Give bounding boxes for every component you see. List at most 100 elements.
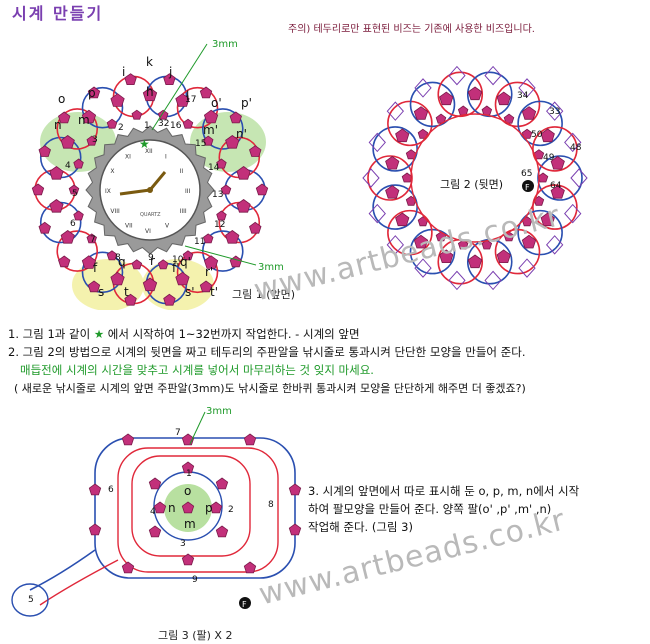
clock-numeral: IIII [180, 208, 187, 215]
bead [131, 109, 143, 120]
step-3-line-3: 작업해 준다. (그림 3) [308, 520, 413, 534]
diagram-label: n' [236, 127, 247, 141]
start-star-icon: ★ [139, 137, 150, 151]
bead [182, 250, 194, 261]
bead [209, 501, 223, 514]
figure3-f-marker: F [242, 600, 247, 609]
clock-brand: QUARTZ [140, 212, 161, 218]
bead [216, 210, 227, 221]
bead [413, 106, 429, 120]
star-icon: ★ [93, 327, 105, 341]
bead [203, 233, 214, 244]
bead [175, 271, 190, 286]
bead [385, 185, 400, 199]
bead [249, 145, 262, 157]
diagram-label: 7 [175, 428, 181, 438]
bead [60, 230, 75, 244]
bead [203, 255, 219, 269]
diagram-label: 1 [186, 469, 192, 479]
instruction-1-prefix: 1. 그림 1과 같이 [8, 327, 91, 341]
bead [540, 128, 555, 143]
bead [38, 145, 51, 157]
bead [142, 87, 158, 102]
clock-numeral: I [165, 153, 167, 160]
bead [521, 106, 537, 120]
bead [86, 135, 97, 146]
bead [31, 183, 45, 196]
bead [181, 461, 195, 474]
bead [439, 91, 454, 106]
diagram-label: 4 [150, 507, 156, 517]
diagram-label: k [146, 55, 153, 69]
diagram-label: 9 [148, 253, 154, 263]
bead [243, 433, 257, 446]
bead [87, 280, 101, 293]
bead [199, 280, 213, 293]
bead [81, 109, 97, 124]
bead [236, 199, 251, 213]
diagram-label: 8 [115, 253, 121, 263]
bead [87, 86, 101, 99]
diagram-label: 5 [72, 189, 78, 199]
bead [124, 73, 137, 85]
diagram-label: 33 [549, 107, 560, 117]
bead [153, 501, 167, 514]
bead [229, 255, 242, 268]
diagram-label: m' [203, 123, 218, 137]
diagram-label: j [168, 65, 172, 79]
bead [216, 158, 227, 169]
diagram-label: 2 [118, 123, 124, 133]
bead [533, 149, 545, 160]
figure3-3mm: 3mm [206, 406, 232, 417]
diagram-label: h [146, 85, 154, 99]
diagram-label: 3 [180, 539, 186, 549]
clock-numeral: V [165, 223, 170, 230]
note-text: 주의) 테두리로만 표현된 비즈는 기존에 사용한 비즈입니다. [288, 24, 535, 35]
bead [220, 184, 232, 195]
bead [157, 259, 169, 270]
bead [521, 234, 537, 249]
figure1-3mm-bottom: 3mm [258, 262, 284, 273]
bead [203, 109, 219, 124]
clock-numeral: II [180, 168, 184, 175]
figure2-f-marker: F [525, 183, 530, 192]
bead [521, 128, 533, 139]
bead [550, 185, 565, 199]
bead [60, 135, 75, 149]
bead [81, 255, 97, 269]
bead [86, 233, 97, 244]
diagram-label: t [124, 285, 129, 299]
bead [225, 135, 240, 149]
diagram-label: p [88, 86, 96, 100]
diagram-label: 65 [521, 169, 532, 179]
bead [199, 86, 213, 99]
bead [215, 477, 229, 490]
bead [49, 166, 64, 180]
bead [288, 483, 302, 496]
diagram-label: t' [210, 285, 218, 299]
bead [175, 93, 190, 107]
bead [58, 111, 71, 124]
bead [148, 525, 162, 538]
bead [163, 73, 176, 85]
diagram-label: 6 [108, 485, 114, 495]
diagram-label: s' [185, 285, 195, 299]
diagram-label: 11 [194, 237, 205, 247]
diagram-label: 1 [144, 121, 150, 131]
bead [540, 212, 555, 227]
bead [182, 118, 194, 129]
bead [215, 525, 229, 538]
bead [88, 523, 102, 536]
bead [467, 254, 483, 269]
diagram-label: p' [241, 96, 252, 110]
bead [385, 155, 400, 170]
diagram-label: 49 [543, 153, 555, 163]
bead [481, 105, 493, 116]
instruction-tip: 매듭전에 시계의 시간을 맞추고 시계를 넣어서 마무리하는 것 잊지 마세요. [20, 363, 374, 377]
bead [131, 259, 143, 270]
bead [496, 91, 511, 106]
step-3-line-2: 하여 팔모양을 만들어 준다. 양쪽 팔(o' ,p' ,m' ,n) [308, 502, 552, 516]
instruction-1-suffix: 에서 시작하여 1~32번까지 작업한다. - 시계의 앞면 [107, 327, 360, 341]
clock-numeral: X [110, 168, 114, 175]
bead [106, 118, 118, 129]
